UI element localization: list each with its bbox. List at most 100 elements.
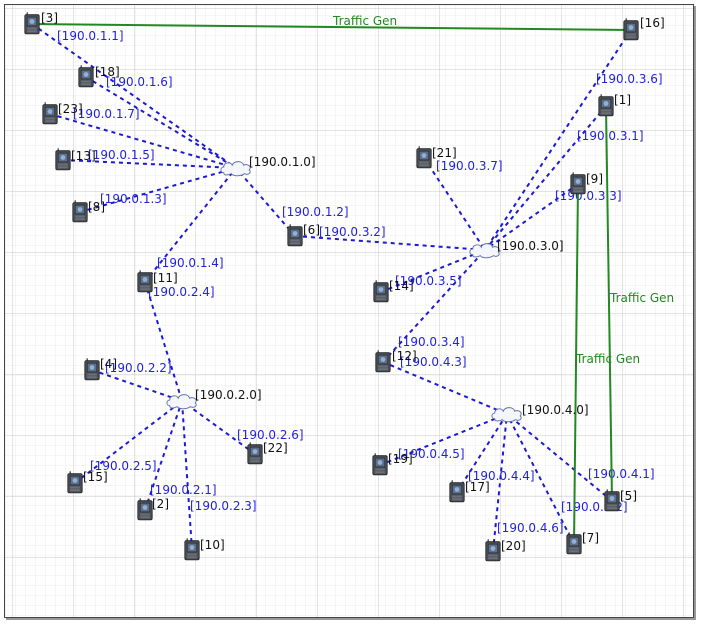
network-w1[interactable]: [190.0.1.0] <box>220 155 316 177</box>
link-n19-w4[interactable] <box>379 413 508 466</box>
node-n14[interactable]: [14] <box>373 279 414 303</box>
link-address-label: [190.0.3.2] <box>319 225 386 239</box>
mobile-node-icon <box>604 489 620 512</box>
link-n7-w4[interactable] <box>506 413 575 545</box>
link-address-label: [190.0.2.3] <box>190 499 257 513</box>
traffic-flow-n16-n3[interactable] <box>30 20 632 31</box>
mobile-node-icon <box>375 350 391 373</box>
network-label: [190.0.4.0] <box>522 403 589 417</box>
node-n9[interactable]: [9] <box>570 172 603 195</box>
link-address-label: [190.0.1.3] <box>100 192 167 206</box>
node-n19[interactable]: [19] <box>372 452 413 476</box>
mobile-node-icon <box>42 102 58 125</box>
node-label: [13] <box>71 149 96 163</box>
mobile-node-icon <box>416 146 432 169</box>
node-n23[interactable]: [23] <box>42 102 83 125</box>
node-label: [8] <box>88 200 105 214</box>
link-n11-w1[interactable] <box>144 167 237 283</box>
node-n15[interactable]: [15] <box>67 470 108 494</box>
network-w2[interactable]: [190.0.2.0] <box>166 388 262 410</box>
mobile-node-icon <box>55 148 71 171</box>
traffic-flow-n1-n5[interactable] <box>605 105 616 503</box>
node-n12[interactable]: [12] <box>375 349 417 373</box>
node-n8[interactable]: [8] <box>72 200 105 223</box>
node-n2[interactable]: [2] <box>137 497 169 521</box>
node-n4[interactable]: [4] <box>84 357 117 381</box>
mobile-node-icon <box>373 280 389 303</box>
mobile-node-icon <box>184 538 200 561</box>
link-address-label: [190.0.3.5] <box>395 274 462 288</box>
node-label: [5] <box>620 489 637 503</box>
network-w3[interactable]: [190.0.3.0] <box>469 239 564 259</box>
link-n20-w4[interactable] <box>492 413 508 552</box>
node-n20[interactable]: [20] <box>485 539 526 562</box>
link-address-label: [190.0.2.2] <box>105 361 172 375</box>
node-label: [1] <box>614 93 631 107</box>
node-n5[interactable]: [5] <box>604 489 637 512</box>
mobile-node-icon <box>287 224 303 247</box>
link-n12-w4[interactable] <box>382 361 508 415</box>
node-n16[interactable]: [16] <box>623 16 665 41</box>
link-address-label: [190.0.3.1] <box>577 129 644 143</box>
link-n13-w1[interactable] <box>62 159 237 169</box>
node-n1[interactable]: [1] <box>598 93 631 117</box>
network-w4[interactable]: [190.0.4.0] <box>491 403 589 423</box>
traffic-flow-n7-n9[interactable] <box>573 182 582 545</box>
link-layer: [190.0.1.1][190.0.1.6][190.0.1.7][190.0.… <box>31 23 663 552</box>
mobile-node-icon <box>137 270 153 293</box>
link-n21-w3[interactable] <box>423 157 486 251</box>
link-n22-w2[interactable] <box>181 400 256 455</box>
node-n6[interactable]: [6] <box>287 223 320 247</box>
link-address-label: [190.0.2.6] <box>237 428 304 442</box>
mobile-node-icon <box>566 532 582 555</box>
link-n3-w1[interactable] <box>31 23 237 169</box>
node-n11[interactable]: [11] <box>137 270 178 293</box>
link-address-label: [190.0.1.4] <box>157 256 224 270</box>
link-n18-w1[interactable] <box>85 76 237 169</box>
link-n8-w1[interactable] <box>79 167 237 213</box>
mobile-node-icon <box>72 200 88 223</box>
node-label: [11] <box>153 271 178 285</box>
traffic-gen-label: Traffic Gen <box>332 14 397 28</box>
link-address-label: [190.0.3.7] <box>436 159 503 173</box>
link-n14-w3[interactable] <box>380 249 486 293</box>
link-n12-w3[interactable] <box>382 249 486 363</box>
node-n18[interactable]: [18] <box>78 65 120 88</box>
node-n21[interactable]: [21] <box>416 146 457 169</box>
node-label: [16] <box>640 16 665 30</box>
node-label: [3] <box>41 11 58 25</box>
node-n7[interactable]: [7] <box>566 531 599 555</box>
node-n10[interactable]: [10] <box>184 538 225 561</box>
node-label: [9] <box>586 172 603 186</box>
link-n9-w3[interactable] <box>484 183 579 251</box>
mobile-node-icon <box>449 480 465 503</box>
link-address-label: [190.0.4.5] <box>398 447 465 461</box>
node-label: [12] <box>392 349 417 363</box>
node-label: [19] <box>388 452 413 466</box>
link-n10-w2[interactable] <box>181 400 193 551</box>
network-label: [190.0.1.0] <box>249 155 316 169</box>
node-n13[interactable]: [13] <box>55 148 96 171</box>
link-address-label: [190.0.2.1] <box>150 483 217 497</box>
link-address-label: [190.0.4.3] <box>400 355 467 369</box>
node-label: [18] <box>95 65 120 79</box>
link-address-label: [190.0.3.6] <box>596 72 663 86</box>
node-n3[interactable]: [3] <box>24 11 58 35</box>
mobile-node-icon <box>137 498 153 521</box>
link-n6-w1[interactable] <box>235 167 296 237</box>
link-n23-w1[interactable] <box>49 113 237 169</box>
traffic-gen-label: Traffic Gen <box>575 352 640 366</box>
node-n22[interactable]: [22] <box>247 441 288 465</box>
link-n2-w2[interactable] <box>144 400 183 511</box>
link-n5-w4[interactable] <box>506 413 613 502</box>
link-address-label: [190.0.2.5] <box>90 459 157 473</box>
node-label: [6] <box>303 223 320 237</box>
link-address-label: [190.0.1.6] <box>106 75 173 89</box>
node-n17[interactable]: [17] <box>449 480 490 503</box>
mobile-node-icon <box>24 12 40 35</box>
link-address-label: [190.0.4.6] <box>497 521 564 535</box>
node-label: [17] <box>465 480 490 494</box>
link-n15-w2[interactable] <box>74 400 183 484</box>
